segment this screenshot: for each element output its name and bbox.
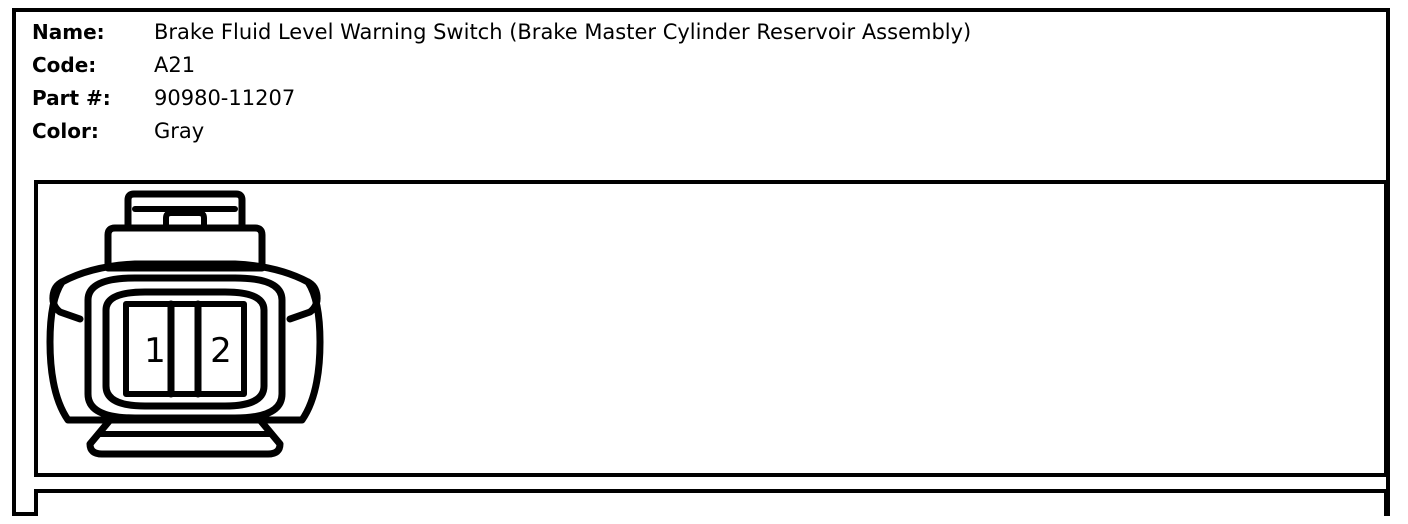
spec-label-name: Name: [32,20,105,44]
terminal-cavity-block [123,301,247,397]
spec-value-name: Brake Fluid Level Warning Switch (Brake … [154,20,972,44]
spec-row-code: Code: A21 [32,53,1372,86]
document-frame: Name: Brake Fluid Level Warning Switch (… [12,8,1390,516]
connector-diagram: 1 2 [40,182,330,477]
spec-row-part-number: Part #: 90980-11207 [32,86,1372,119]
spec-value-color: Gray [154,119,205,143]
connector-face-view-icon: 1 2 [46,190,324,458]
housing-ring-outer [84,274,286,422]
spec-value-part-number: 90980-11207 [154,86,296,110]
latch-shoulder [104,224,266,272]
spec-label-color: Color: [32,119,99,143]
bottom-strip [34,489,1388,516]
spec-label-code: Code: [32,53,97,77]
latch-center-tab [163,210,207,231]
latch-tab [124,190,246,232]
spec-label-part-number: Part #: [32,86,111,110]
spec-header: Name: Brake Fluid Level Warning Switch (… [32,20,1372,152]
housing-ring-inner [102,288,268,410]
spec-value-code: A21 [154,53,196,77]
connector-image-box: 1 2 [34,180,1388,477]
terminal-number-2: 2 [210,331,232,371]
bottom-skirt [86,416,284,458]
terminal-number-1: 1 [144,331,166,371]
spec-row-color: Color: Gray [32,119,1372,152]
outer-housing [46,260,324,424]
spec-row-name: Name: Brake Fluid Level Warning Switch (… [32,20,1372,53]
